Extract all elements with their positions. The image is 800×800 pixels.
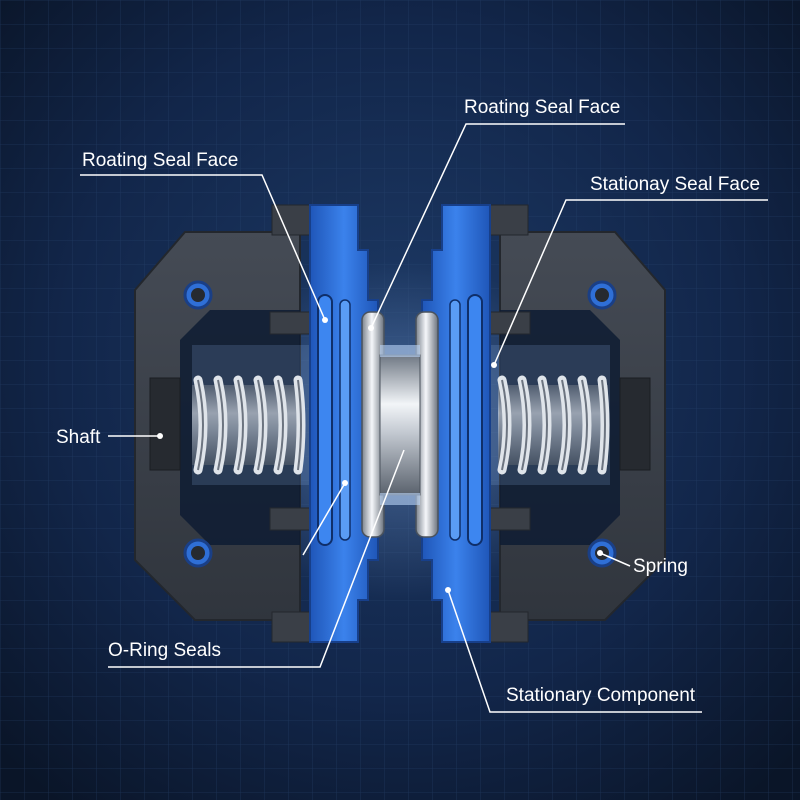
leader-lines (80, 123, 768, 713)
label-o-ring-seals: O-Ring Seals (108, 640, 221, 661)
leader-dots (157, 317, 603, 593)
label-rotating-seal-face-top: Roating Seal Face (464, 97, 620, 118)
shaft-core (379, 354, 421, 496)
right-spring (497, 375, 610, 475)
left-spring (192, 375, 306, 475)
label-shaft: Shaft (56, 427, 101, 448)
label-spring: Spring (633, 556, 688, 577)
label-stationary-seal-face: Stationay Seal Face (590, 174, 760, 195)
label-stationary-component: Stationary Component (506, 685, 696, 706)
right-seal-stack (421, 204, 491, 643)
label-rotating-seal-face-left: Roating Seal Face (82, 150, 238, 171)
left-seal-stack (309, 204, 379, 643)
